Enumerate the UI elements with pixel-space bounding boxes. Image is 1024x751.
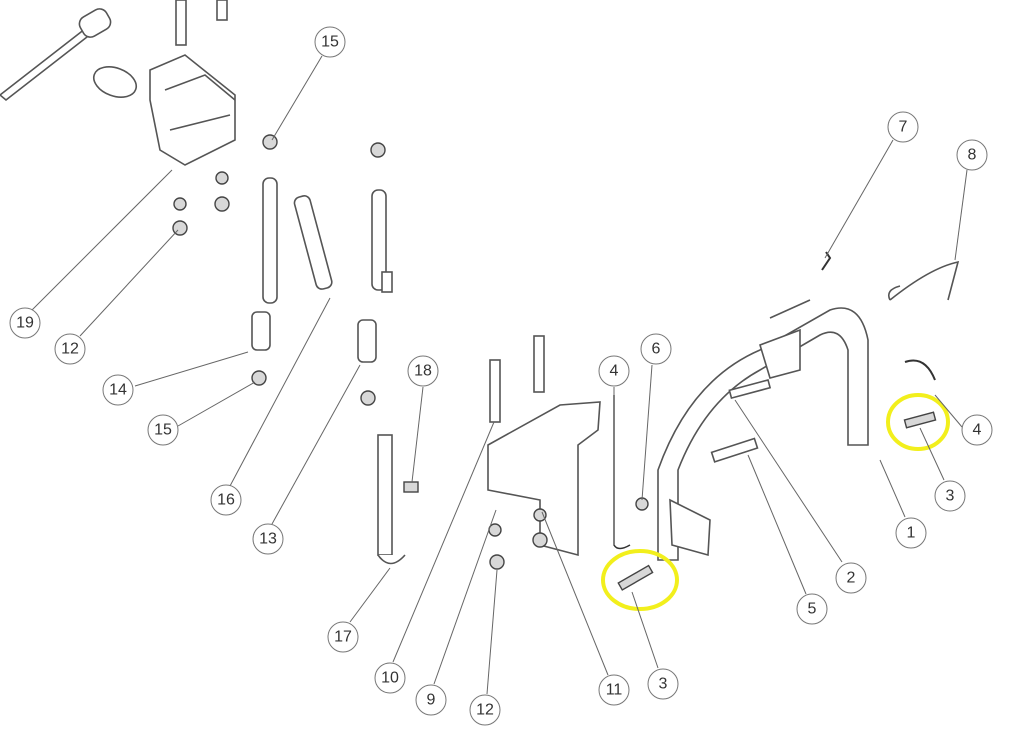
callout-3-right: 3 <box>934 480 966 512</box>
link-rod <box>0 23 98 102</box>
nut <box>360 390 376 406</box>
tube <box>262 177 278 304</box>
callout-3-left: 3 <box>647 668 679 700</box>
callout-1: 1 <box>895 517 927 549</box>
svg-text:9: 9 <box>427 692 436 709</box>
post-foot <box>377 554 406 565</box>
wire-4-left <box>613 395 631 550</box>
wire-4 <box>904 359 936 381</box>
pin <box>403 481 419 493</box>
pin-5 <box>710 437 759 463</box>
callout-4-left: 4 <box>598 355 630 387</box>
svg-text:12: 12 <box>476 702 494 719</box>
svg-text:16: 16 <box>217 492 235 509</box>
callout-12-bottom: 12 <box>469 694 501 726</box>
frame-tabs <box>769 299 811 319</box>
callout-15-top: 15 <box>314 26 346 58</box>
leader-lines <box>31 55 968 695</box>
pin-3-left <box>617 564 654 591</box>
svg-text:14: 14 <box>109 382 127 399</box>
spring-8 <box>887 260 960 301</box>
svg-text:4: 4 <box>973 422 982 439</box>
callout-18: 18 <box>407 355 439 387</box>
parts-drawing <box>0 0 960 591</box>
callout-11: 11 <box>598 674 630 706</box>
callout-16: 16 <box>210 484 242 516</box>
nut <box>532 532 548 548</box>
svg-text:2: 2 <box>847 570 856 587</box>
pin-3-right <box>903 411 937 429</box>
svg-text:17: 17 <box>334 629 352 646</box>
svg-text:3: 3 <box>659 676 668 693</box>
frame-plate <box>669 498 711 557</box>
nut <box>262 134 278 150</box>
svg-text:7: 7 <box>899 119 908 136</box>
center-bracket <box>487 401 601 557</box>
callout-10: 10 <box>374 662 406 694</box>
frame-gusset <box>759 328 801 379</box>
svg-text:13: 13 <box>259 531 277 548</box>
callouts: 15 7 8 19 12 14 15 16 13 18 4 6 4 3 1 2 … <box>9 26 993 726</box>
svg-text:10: 10 <box>381 670 399 687</box>
svg-text:19: 19 <box>16 315 34 332</box>
callout-8: 8 <box>956 139 988 171</box>
highlight-circle-right <box>886 393 950 451</box>
callout-12-left: 12 <box>54 333 86 365</box>
mount-bracket <box>149 54 236 166</box>
clip-7 <box>821 251 832 271</box>
washer <box>173 197 187 211</box>
bolt <box>175 0 187 46</box>
svg-text:6: 6 <box>652 341 661 358</box>
clip <box>381 271 393 293</box>
bolt <box>533 335 545 393</box>
callout-17: 17 <box>327 621 359 653</box>
cylinder <box>293 195 333 290</box>
pin-2 <box>728 379 772 400</box>
svg-text:4: 4 <box>610 363 619 380</box>
highlight-circle-left <box>601 549 679 611</box>
callout-14: 14 <box>102 374 134 406</box>
callout-6: 6 <box>640 333 672 365</box>
svg-text:5: 5 <box>808 601 817 618</box>
post <box>377 434 393 556</box>
nut <box>214 196 230 212</box>
svg-text:12: 12 <box>61 341 79 358</box>
svg-text:3: 3 <box>946 488 955 505</box>
washer <box>215 171 229 185</box>
sleeve <box>251 311 271 351</box>
bolt <box>489 359 501 423</box>
callout-5: 5 <box>796 593 828 625</box>
washer <box>533 508 547 522</box>
arch-frame <box>657 307 869 561</box>
sleeve <box>357 319 377 363</box>
callout-13: 13 <box>252 523 284 555</box>
svg-text:15: 15 <box>321 34 339 51</box>
svg-text:15: 15 <box>154 422 172 439</box>
callout-2: 2 <box>835 562 867 594</box>
svg-text:8: 8 <box>968 147 977 164</box>
callout-19: 19 <box>9 307 41 339</box>
tube <box>371 189 387 291</box>
svg-text:18: 18 <box>414 363 432 380</box>
callout-15-bottom: 15 <box>147 414 179 446</box>
rod-end <box>78 8 112 38</box>
callout-4-right: 4 <box>961 414 993 446</box>
nut <box>370 142 386 158</box>
bolt <box>216 0 228 21</box>
callout-7: 7 <box>887 111 919 143</box>
svg-text:11: 11 <box>606 682 623 699</box>
callout-9: 9 <box>415 684 447 716</box>
nut <box>251 370 267 386</box>
nut <box>489 554 505 570</box>
bushing <box>92 66 138 98</box>
bracket-detail <box>164 74 236 131</box>
svg-text:1: 1 <box>907 525 916 542</box>
